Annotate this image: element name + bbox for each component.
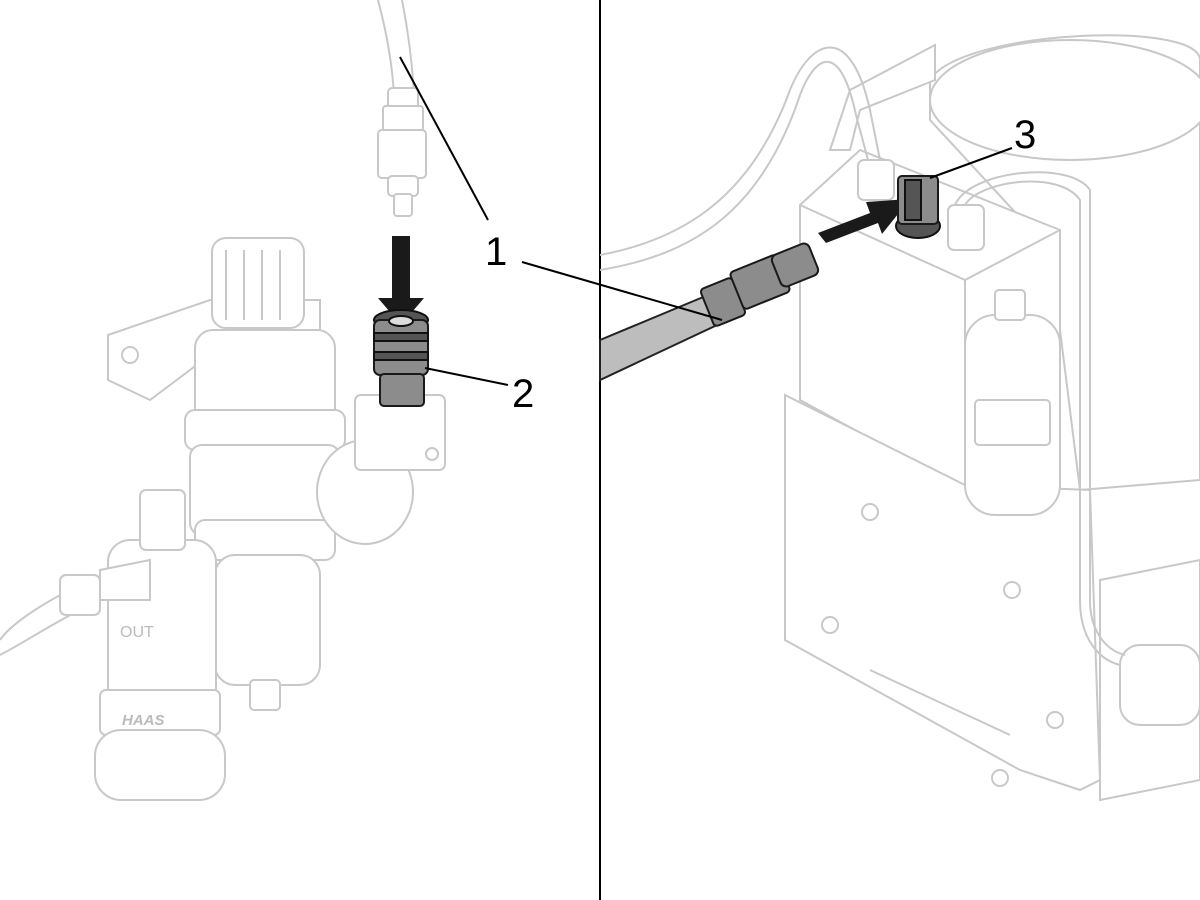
leader-1-left xyxy=(399,56,489,221)
return-tube xyxy=(964,180,1121,666)
out-label: OUT xyxy=(120,624,154,641)
callout-2: 2 xyxy=(512,372,535,416)
electrical-connector xyxy=(1119,644,1200,726)
insert-arrow-down xyxy=(378,236,424,325)
faded-tube xyxy=(599,46,881,256)
leader-1-right xyxy=(521,261,723,321)
callout-1: 1 xyxy=(485,230,508,274)
frame-bracket xyxy=(828,43,936,151)
insert-arrow-right xyxy=(818,199,910,243)
air-line-upper xyxy=(377,0,415,96)
leader-2 xyxy=(424,367,509,386)
male-plug xyxy=(377,87,427,217)
left-panel: OUT HAAS xyxy=(0,0,509,801)
callout-3: 3 xyxy=(1014,113,1037,157)
leader-3 xyxy=(929,147,1013,179)
reservoir-fitting xyxy=(895,175,941,239)
top-fitting-right xyxy=(947,204,985,251)
right-panel xyxy=(521,34,1200,802)
top-fitting-left xyxy=(857,159,895,201)
haas-logo-mark: HAAS xyxy=(122,712,165,729)
filter-regulator-assembly: OUT HAAS xyxy=(0,237,446,801)
filter-bowl xyxy=(214,554,321,686)
lube-pump-unit xyxy=(599,34,1200,802)
quick-coupler-socket xyxy=(373,309,429,407)
